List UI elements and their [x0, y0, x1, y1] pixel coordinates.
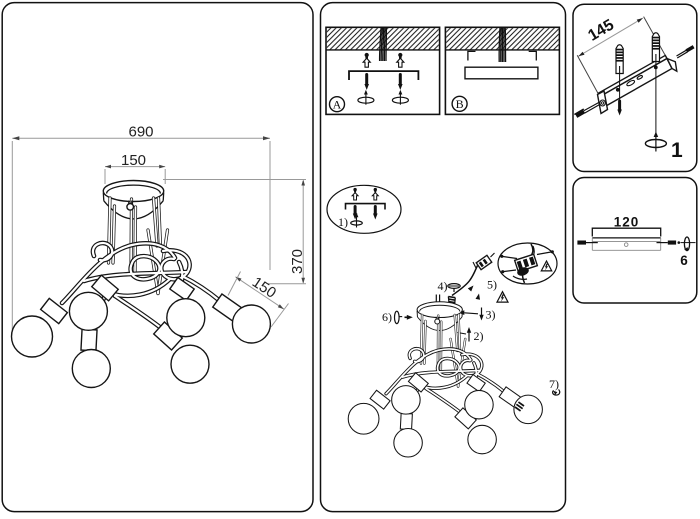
- svg-text:6): 6): [382, 310, 392, 324]
- svg-text:5): 5): [487, 278, 497, 292]
- svg-text:1): 1): [338, 215, 348, 229]
- svg-text:4): 4): [438, 279, 448, 293]
- svg-text:370: 370: [289, 249, 306, 274]
- svg-text:7): 7): [549, 377, 559, 391]
- svg-text:A: A: [333, 98, 342, 112]
- svg-text:6: 6: [680, 253, 688, 268]
- svg-text:150: 150: [121, 152, 146, 169]
- svg-text:690: 690: [128, 124, 153, 141]
- svg-text:3): 3): [486, 308, 496, 322]
- svg-text:120: 120: [614, 215, 640, 230]
- svg-text:B: B: [456, 97, 464, 111]
- svg-text:1: 1: [671, 139, 683, 162]
- svg-text:2): 2): [474, 329, 484, 343]
